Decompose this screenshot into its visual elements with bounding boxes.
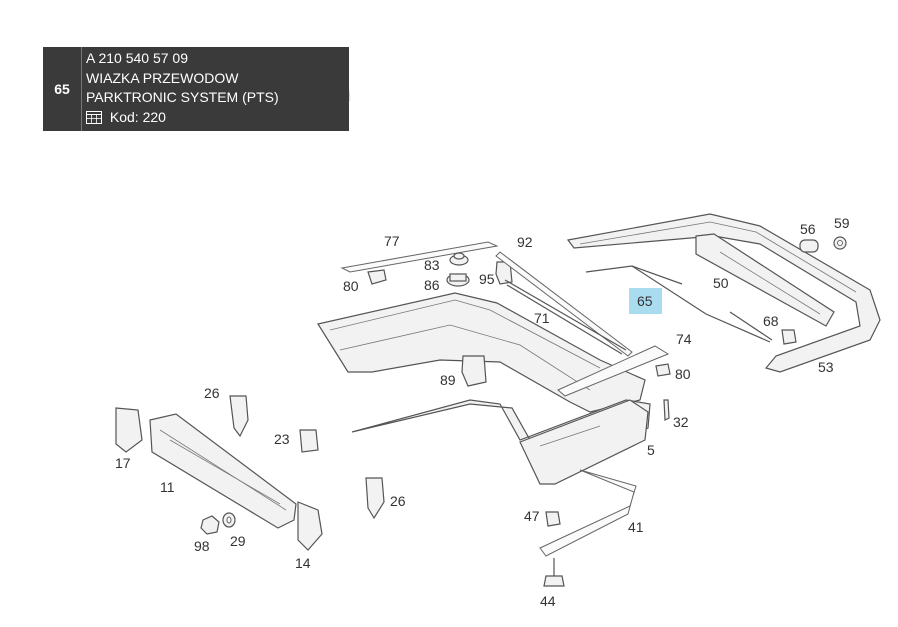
- label-98: 98: [194, 538, 210, 554]
- label-80-a: 80: [343, 278, 359, 294]
- part-info-box: 65 A 210 540 57 09 WIAZKA PRZEWODOW PARK…: [43, 47, 349, 131]
- label-68: 68: [763, 313, 779, 329]
- part-74-trim[interactable]: [557, 345, 670, 397]
- label-26-b: 26: [390, 493, 406, 509]
- part-26-bracket-upper[interactable]: [229, 395, 249, 438]
- part-bumper-cover[interactable]: [317, 292, 646, 413]
- part-86-grommet[interactable]: [446, 273, 470, 287]
- label-80-b: 80: [675, 366, 691, 382]
- label-83: 83: [424, 257, 440, 273]
- label-47: 47: [524, 508, 540, 524]
- part-11-absorber[interactable]: [149, 413, 297, 529]
- label-86: 86: [424, 277, 440, 293]
- label-77: 77: [384, 233, 400, 249]
- label-53: 53: [818, 359, 834, 375]
- label-29: 29: [230, 533, 246, 549]
- label-50: 50: [713, 275, 729, 291]
- part-68-clip[interactable]: [781, 329, 797, 345]
- part-44-screw[interactable]: [543, 558, 565, 587]
- label-17: 17: [115, 455, 131, 471]
- label-71: 71: [534, 310, 550, 326]
- part-position-number: 65: [43, 47, 82, 131]
- label-65: 65: [637, 293, 653, 309]
- kod-row: Kod: 220: [86, 108, 279, 128]
- part-29-washer[interactable]: [222, 512, 236, 528]
- part-32-screw[interactable]: [663, 399, 670, 421]
- label-89: 89: [440, 372, 456, 388]
- part-5-bumper-lower[interactable]: [351, 399, 651, 485]
- label-74: 74: [676, 331, 692, 347]
- part-59-ring[interactable]: [833, 236, 847, 250]
- label-14: 14: [295, 555, 311, 571]
- label-11: 11: [160, 479, 175, 495]
- part-14-bracket[interactable]: [297, 501, 323, 551]
- label-92: 92: [517, 234, 533, 250]
- part-info-body: A 210 540 57 09 WIAZKA PRZEWODOW PARKTRO…: [82, 47, 279, 131]
- label-5: 5: [647, 442, 655, 458]
- label-26-a: 26: [204, 385, 220, 401]
- part-56-sensor[interactable]: [799, 239, 819, 253]
- label-44: 44: [540, 593, 556, 609]
- calendar-icon: [86, 110, 102, 124]
- part-92-strip[interactable]: [495, 251, 633, 357]
- label-23: 23: [274, 431, 290, 447]
- label-32: 32: [673, 414, 689, 430]
- part-83-grommet[interactable]: [449, 252, 469, 266]
- part-23-bracket[interactable]: [299, 429, 319, 453]
- part-80-clip[interactable]: [367, 269, 387, 285]
- part-77-trim-strip[interactable]: [340, 241, 499, 273]
- label-59: 59: [834, 215, 850, 231]
- part-name-line2: PARKTRONIC SYSTEM (PTS): [86, 89, 279, 105]
- part-name-line1: WIAZKA PRZEWODOW: [86, 69, 239, 86]
- label-56: 56: [800, 221, 816, 237]
- part-89-bracket[interactable]: [461, 355, 487, 387]
- part-65-wiring-harness[interactable]: [585, 265, 773, 343]
- part-71-strip[interactable]: [504, 279, 627, 355]
- part-26-bracket-lower[interactable]: [365, 477, 385, 520]
- part-80-clip-lower[interactable]: [655, 363, 671, 377]
- part-41-strip[interactable]: [539, 469, 637, 557]
- label-41: 41: [628, 519, 644, 535]
- kod-text: Kod: 220: [109, 108, 166, 125]
- part-47-clip[interactable]: [545, 511, 561, 527]
- part-50-absorber[interactable]: [695, 233, 835, 327]
- part-53-bumper-beam[interactable]: [566, 213, 881, 373]
- label-95: 95: [479, 271, 495, 287]
- part-17-bracket[interactable]: [115, 407, 143, 453]
- part-98-nut[interactable]: [200, 515, 220, 535]
- part-number-text: A 210 540 57 09: [86, 50, 188, 66]
- highlight-65: [629, 288, 662, 314]
